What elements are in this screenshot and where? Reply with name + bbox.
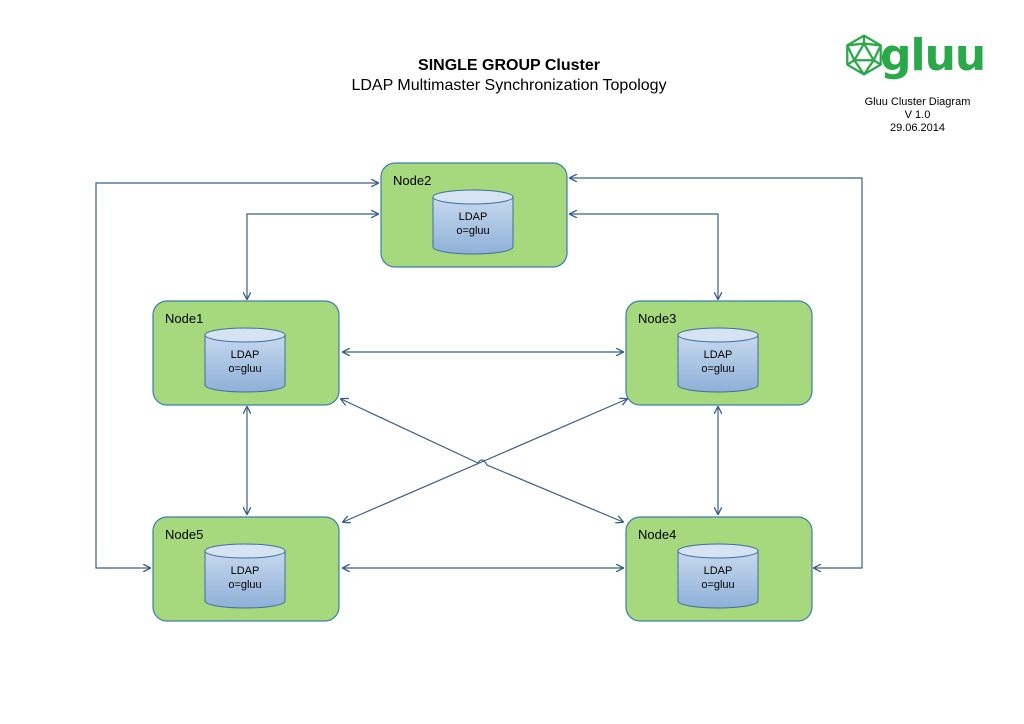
edge-node1-node4: [341, 399, 623, 522]
db-label-type: LDAP: [231, 565, 260, 577]
logo-wordmark: gluu: [880, 30, 986, 81]
node-label: Node4: [638, 527, 676, 542]
edge-node4-node2: [570, 178, 863, 568]
db-label-type: LDAP: [704, 565, 733, 577]
database-icon: LDAP o=gluu: [432, 189, 514, 255]
db-label-dn: o=gluu: [701, 579, 734, 591]
database-icon: LDAP o=gluu: [204, 543, 286, 609]
nodes-layer: Node2LDAPo=gluuNode1LDAPo=gluuNode3LDAPo…: [152, 162, 813, 622]
meta-date: 29.06.2014: [889, 122, 946, 134]
edge-node3-node2: [570, 214, 718, 299]
node-label: Node3: [638, 311, 676, 326]
edge-node5-node2: [95, 183, 378, 568]
node-label: Node2: [393, 173, 431, 188]
edge-node1-node2: [247, 214, 378, 299]
db-label-type: LDAP: [231, 349, 260, 361]
edge-node3-node5: [343, 399, 627, 522]
meta-diagram-name: Gluu Cluster Diagram: [864, 96, 971, 108]
database-icon: LDAP o=gluu: [677, 543, 759, 609]
database-icon: LDAP o=gluu: [677, 327, 759, 393]
node-label: Node1: [165, 311, 203, 326]
db-label-dn: o=gluu: [701, 363, 734, 375]
icosahedron-icon: [846, 34, 882, 76]
diagram-meta: Gluu Cluster Diagram V 1.0 29.06.2014: [855, 96, 980, 135]
database-icon: LDAP o=gluu: [204, 327, 286, 393]
meta-version: V 1.0: [904, 109, 931, 121]
db-label-type: LDAP: [459, 211, 488, 223]
db-label-type: LDAP: [704, 349, 733, 361]
diagram-title: SINGLE GROUP Cluster: [418, 57, 600, 74]
edges-layer: [95, 178, 863, 568]
node-label: Node5: [165, 527, 203, 542]
db-label-dn: o=gluu: [228, 579, 261, 591]
diagram-subtitle: LDAP Multimaster Synchronization Topolog…: [351, 77, 667, 94]
db-label-dn: o=gluu: [228, 363, 261, 375]
db-label-dn: o=gluu: [456, 225, 489, 237]
